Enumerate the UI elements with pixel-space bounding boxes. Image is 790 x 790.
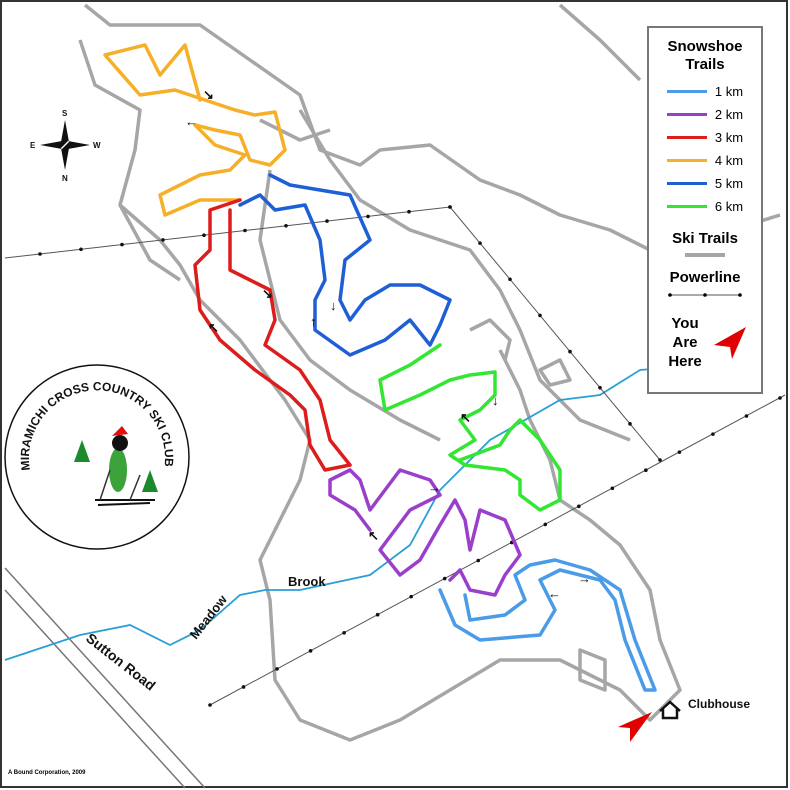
brook-label: Brook [288,574,326,589]
powerline-swatch [668,293,742,297]
powerline-pole [508,277,512,282]
powerline-pole [202,233,206,237]
legend-title: Snowshoe Trails [667,38,743,73]
legend-item-label: 2 km [714,107,744,122]
legend-item: 5 km [649,172,761,195]
powerline-pole [366,214,370,219]
legend-item-label: 1 km [714,84,744,99]
powerline-pole [744,414,749,418]
powerline-pole [628,422,632,426]
svg-text:←: ← [548,586,561,601]
powerline-pole [610,486,615,491]
svg-text:↘: ↘ [203,87,214,102]
trail-5km [238,173,452,357]
powerline-pole [448,205,452,209]
trail-4km [103,43,287,217]
powerline-pole [442,576,447,581]
compass-n: N [62,174,68,183]
svg-text:→: → [578,571,591,586]
svg-text:↘: ↘ [262,286,273,301]
powerline-pole [325,219,329,223]
legend-item: 1 km [649,80,761,103]
clubhouse-icon [659,700,681,720]
powerline-pole [658,458,662,462]
trail-swatch [666,182,707,185]
legend-item: 6 km [649,195,761,218]
meadow-brook [4,367,666,661]
legend-item-label: 5 km [714,176,744,191]
compass-s: S [62,109,68,118]
legend-item-label: 3 km [714,130,744,145]
powerline-pole [644,468,648,473]
legend-item: 2 km [649,103,761,126]
powerline-poles [38,205,782,707]
trail-swatch [666,159,707,162]
powerline-pole [476,558,481,563]
powerline-pole [284,224,288,228]
powerline-pole [243,228,247,233]
you-are-here-marker [618,712,652,742]
you-are-here-icon [714,326,746,359]
powerline-pole [407,209,411,214]
powerline-pole [120,242,124,247]
clubhouse-label: Clubhouse [688,697,750,711]
powerline-pole [711,432,715,436]
powerline-pole [161,238,165,242]
powerline-pole [577,504,581,509]
powerline-pole [568,349,572,354]
compass-w: W [93,141,101,150]
ski-trail-swatch [685,253,725,257]
club-logo: MIRAMICHI CROSS COUNTRY SKI CLUB [4,364,190,550]
powerline-pole [538,313,542,318]
credit: A Bound Corporation, 2009 [8,770,86,776]
svg-text:→: → [428,480,441,495]
trail-6km [378,343,562,512]
ski-trails-legend-label: Ski Trails [672,230,738,247]
powerline-legend-label: Powerline [669,269,741,286]
svg-text:↑: ↑ [310,314,317,329]
trail-swatch [666,90,707,93]
powerline-pole [208,703,212,707]
trail-swatch [666,136,707,139]
legend-item: 4 km [649,149,761,172]
powerline-pole [677,450,682,454]
powerline-pole [543,522,548,527]
sutton-road [4,567,206,789]
powerline-pole [409,594,413,599]
svg-text:↖: ↖ [368,528,379,543]
powerline-pole [241,685,246,689]
powerline-pole [38,252,42,256]
powerline-pole [308,649,313,653]
compass-e: E [30,141,36,150]
svg-text:↓: ↓ [330,298,337,313]
powerline-pole [375,612,380,617]
legend-items: 1 km 2 km 3 km 4 km 5 km 6 km [649,80,761,218]
trail-swatch [666,113,707,116]
powerline-pole [778,396,782,400]
you-are-here-legend-label: You Are Here [668,315,702,370]
powerline-pole [79,247,83,252]
powerline-pole [598,385,602,390]
powerline-pole [342,630,346,635]
powerline-pole [478,241,482,245]
legend-item-label: 6 km [714,199,744,214]
svg-text:↖: ↖ [460,410,471,425]
legend-item-label: 4 km [714,153,744,168]
trail-2km [328,468,522,597]
powerline-pole [275,667,279,671]
compass-icon: S N E W [30,109,101,183]
svg-text:←: ← [185,114,198,129]
svg-text:↖: ↖ [208,320,219,335]
legend: Snowshoe Trails 1 km 2 km 3 km 4 km 5 km 6 km… [647,26,763,394]
trail-3km [193,198,352,472]
legend-item: 3 km [649,126,761,149]
svg-text:↓: ↓ [492,393,499,408]
direction-arrows: ↘ ← ↘ ↖ ↓ ↑ ↓ ↖ → ↖ → ← [185,87,591,601]
trail-swatch [666,205,707,208]
trail-1km [438,558,657,692]
